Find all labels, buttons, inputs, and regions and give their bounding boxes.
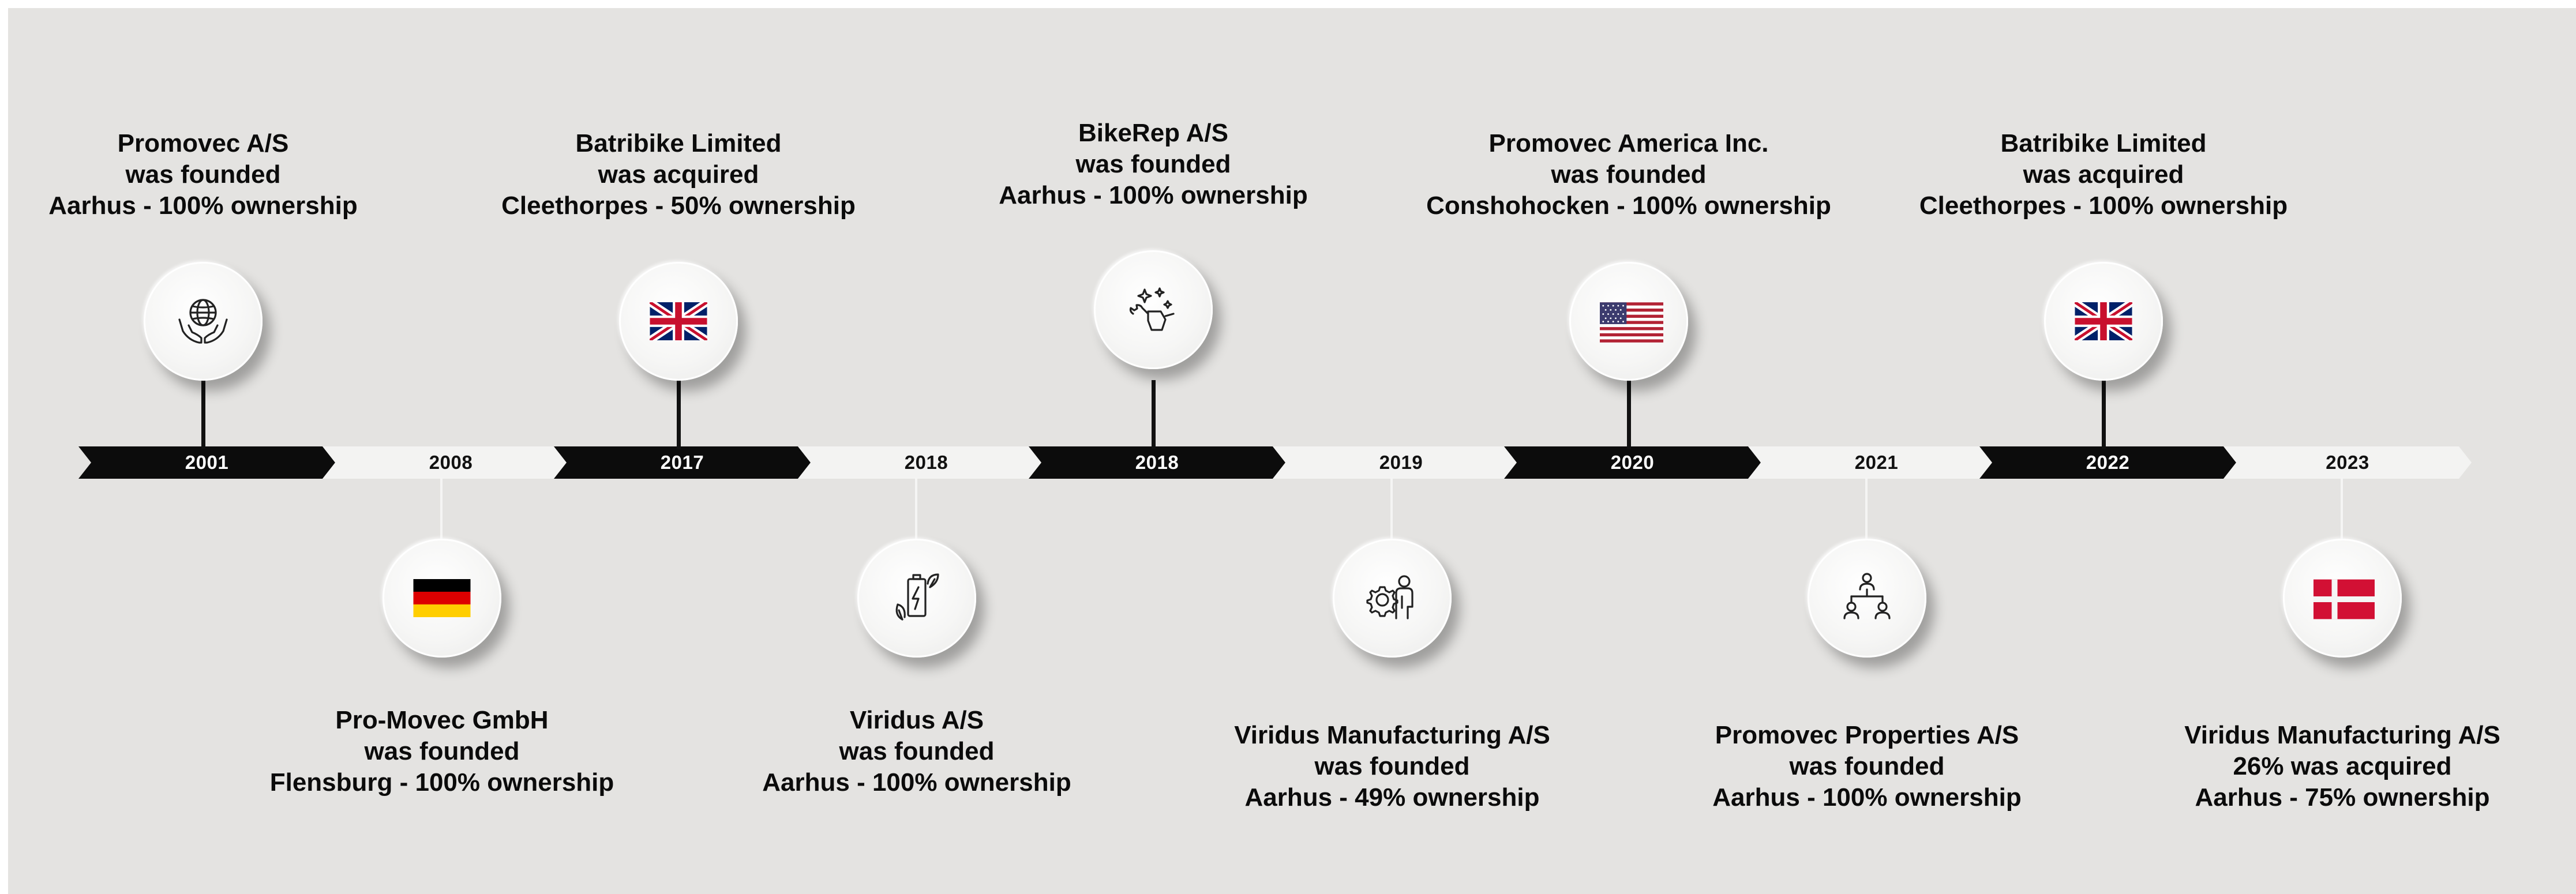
- battery-leaf-icon: [885, 566, 948, 630]
- event-label-2018a: Viridus A/S was founded Aarhus - 100% ow…: [698, 705, 1136, 798]
- location-ownership: Cleethorpes - 100% ownership: [1919, 191, 2288, 220]
- year-label: 2022: [2086, 452, 2130, 473]
- company-name: Viridus A/S: [849, 706, 984, 734]
- event-circle-2022: [2044, 262, 2163, 381]
- connector-2008: [440, 478, 443, 541]
- location-ownership: Cleethorpes - 50% ownership: [501, 191, 856, 220]
- event-label-2023: Viridus Manufacturing A/S 26% was acquir…: [2123, 720, 2562, 813]
- company-name: BikeRep A/S: [1078, 119, 1228, 147]
- year-label: 2001: [185, 452, 229, 473]
- company-name: Promovec America Inc.: [1488, 129, 1769, 157]
- company-name: Batribike Limited: [575, 129, 782, 157]
- org-chart-icon: [1835, 566, 1899, 630]
- timeline-segment-2019: 2019: [1273, 446, 1529, 479]
- timeline-segment-2017: 2017: [554, 446, 811, 479]
- year-label: 2018: [1135, 452, 1179, 473]
- event-label-2021: Promovec Properties A/S was founded Aarh…: [1648, 720, 2086, 813]
- uk-flag-icon: [2072, 299, 2135, 344]
- uk-flag-icon: [647, 299, 710, 344]
- year-label: 2019: [1379, 452, 1423, 473]
- company-name: Pro-Movec GmbH: [335, 706, 549, 734]
- event-action: was founded: [364, 737, 520, 765]
- connector-2001: [201, 380, 205, 449]
- event-action: was founded: [839, 737, 995, 765]
- event-circle-2020: [1569, 262, 1688, 381]
- location-ownership: Aarhus - 100% ownership: [48, 191, 358, 220]
- connector-2020: [1627, 380, 1631, 449]
- event-circle-2018a: [857, 539, 976, 658]
- event-action: was founded: [1789, 752, 1945, 780]
- bike-repair-icon: [1122, 278, 1185, 341]
- event-label-2020: Promovec America Inc. was founded Consho…: [1409, 128, 1848, 221]
- connector-2017: [677, 380, 681, 449]
- event-action: was acquired: [598, 160, 759, 189]
- year-label: 2008: [429, 452, 473, 473]
- company-name: Promovec A/S: [117, 129, 289, 157]
- year-label: 2021: [1854, 452, 1899, 473]
- company-name: Batribike Limited: [2000, 129, 2207, 157]
- event-action: 26% was acquired: [2233, 752, 2452, 780]
- event-label-2008: Pro-Movec GmbH was founded Flensburg - 1…: [223, 705, 661, 798]
- event-label-2001: Promovec A/S was founded Aarhus - 100% o…: [8, 128, 422, 221]
- location-ownership: Conshohocken - 100% ownership: [1426, 191, 1831, 220]
- event-action: was acquired: [2023, 160, 2184, 189]
- company-name: Viridus Manufacturing A/S: [2184, 721, 2500, 749]
- location-ownership: Aarhus - 49% ownership: [1244, 783, 1540, 812]
- event-action: was founded: [1314, 752, 1470, 780]
- connector-2022: [2102, 380, 2106, 449]
- year-label: 2017: [660, 452, 704, 473]
- event-circle-2023: [2283, 539, 2402, 658]
- timeline-segment-2022: 2022: [1979, 446, 2236, 479]
- connector-2019: [1390, 478, 1393, 541]
- event-action: was founded: [125, 160, 281, 189]
- event-circle-2001: [144, 262, 263, 381]
- location-ownership: Aarhus - 100% ownership: [762, 768, 1071, 797]
- event-circle-2018b: [1094, 250, 1213, 369]
- timeline-canvas: 2001 2008 2017 2018 2018 2019 2020 2021 …: [8, 8, 2576, 894]
- timeline-segment-2023: 2023: [2223, 446, 2472, 479]
- connector-2021: [1865, 478, 1868, 541]
- location-ownership: Aarhus - 75% ownership: [2195, 783, 2490, 812]
- event-action: was founded: [1551, 160, 1707, 189]
- year-label: 2020: [1610, 452, 1655, 473]
- germany-flag-icon: [413, 579, 471, 617]
- timeline-segment-2018b: 2018: [1029, 446, 1285, 479]
- company-name: Viridus Manufacturing A/S: [1234, 721, 1550, 749]
- location-ownership: Aarhus - 100% ownership: [999, 181, 1308, 209]
- location-ownership: Aarhus - 100% ownership: [1712, 783, 2022, 812]
- connector-2018b: [1152, 380, 1156, 449]
- company-name: Promovec Properties A/S: [1715, 721, 2019, 749]
- event-circle-2019: [1333, 539, 1452, 658]
- event-label-2022: Batribike Limited was acquired Cleethorp…: [1884, 128, 2323, 221]
- timeline-segment-2001: 2001: [78, 446, 335, 479]
- gear-worker-icon: [1360, 566, 1424, 630]
- globe-in-hands-icon: [171, 290, 235, 353]
- event-action: was founded: [1075, 150, 1231, 178]
- event-label-2017: Batribike Limited was acquired Cleethorp…: [459, 128, 898, 221]
- timeline-segment-2018a: 2018: [798, 446, 1055, 479]
- event-circle-2017: [619, 262, 738, 381]
- timeline-segment-2008: 2008: [323, 446, 579, 479]
- timeline-segment-2020: 2020: [1504, 446, 1761, 479]
- denmark-flag-icon: [2313, 579, 2375, 619]
- event-circle-2008: [383, 539, 501, 658]
- event-circle-2021: [1808, 539, 1926, 658]
- year-label: 2018: [904, 452, 948, 473]
- event-label-2018b: BikeRep A/S was founded Aarhus - 100% ow…: [934, 118, 1373, 211]
- year-label: 2023: [2326, 452, 2369, 473]
- usa-flag-icon: [1600, 302, 1663, 343]
- location-ownership: Flensburg - 100% ownership: [269, 768, 614, 797]
- event-label-2019: Viridus Manufacturing A/S was founded Aa…: [1173, 720, 1611, 813]
- connector-2018a: [915, 478, 917, 541]
- connector-2023: [2341, 478, 2343, 541]
- timeline-segment-2021: 2021: [1748, 446, 2005, 479]
